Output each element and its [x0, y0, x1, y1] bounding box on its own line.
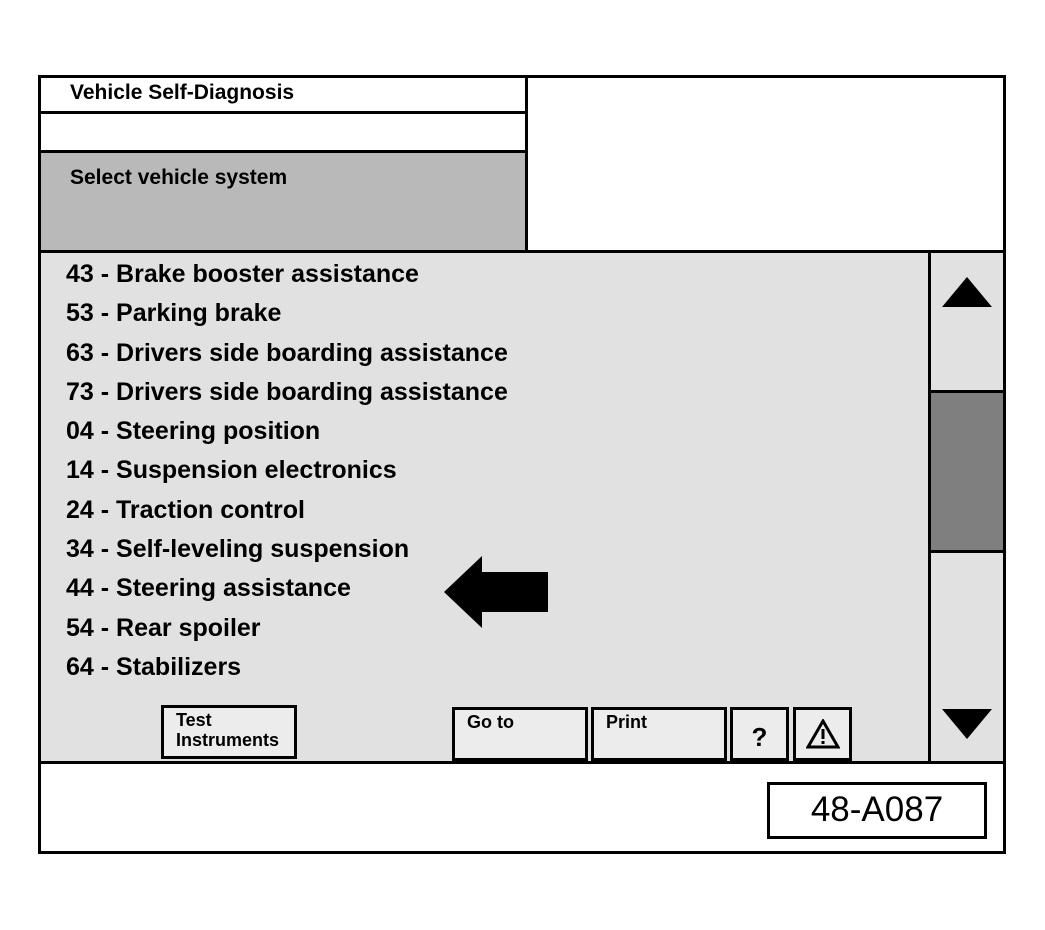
- test-instruments-button[interactable]: Test Instruments: [161, 705, 297, 759]
- question-mark-icon: ?: [751, 722, 768, 752]
- figure-id-label: 48-A087: [767, 782, 987, 839]
- scrollbar[interactable]: [928, 253, 1003, 761]
- list-item[interactable]: 34 - Self-leveling suspension: [66, 535, 410, 564]
- scrollbar-thumb[interactable]: [931, 393, 1003, 553]
- list-item[interactable]: 24 - Traction control: [66, 495, 305, 524]
- list-item[interactable]: 73 - Drivers side boarding assistance: [66, 377, 508, 406]
- warning-triangle-icon: [805, 719, 840, 749]
- left-arrow-icon: [444, 556, 548, 628]
- warning-button[interactable]: [793, 707, 852, 761]
- list-item[interactable]: 53 - Parking brake: [66, 299, 282, 328]
- list-item[interactable]: 44 - Steering assistance: [66, 574, 351, 603]
- diagnosis-window: Vehicle Self-Diagnosis Select vehicle sy…: [38, 75, 1006, 854]
- scroll-down-button[interactable]: [931, 671, 1003, 761]
- go-to-button[interactable]: Go to: [452, 707, 588, 761]
- system-list: 43 - Brake booster assistance 53 - Parki…: [66, 259, 508, 691]
- header-blank-row: [41, 114, 528, 153]
- list-item[interactable]: 64 - Stabilizers: [66, 652, 242, 681]
- help-button[interactable]: ?: [730, 707, 789, 761]
- triangle-down-icon: [942, 709, 992, 739]
- list-item[interactable]: 14 - Suspension electronics: [66, 456, 397, 485]
- list-item[interactable]: 43 - Brake booster assistance: [66, 260, 419, 288]
- scroll-up-button[interactable]: [931, 253, 1003, 393]
- list-item[interactable]: 04 - Steering position: [66, 417, 321, 446]
- instruction-prompt: Select vehicle system: [41, 153, 528, 250]
- print-button[interactable]: Print: [591, 707, 727, 761]
- list-item[interactable]: 63 - Drivers side boarding assistance: [66, 338, 508, 367]
- list-item[interactable]: 54 - Rear spoiler: [66, 613, 261, 642]
- system-list-panel: 43 - Brake booster assistance 53 - Parki…: [41, 250, 1003, 764]
- triangle-up-icon: [942, 277, 992, 307]
- window-title: Vehicle Self-Diagnosis: [41, 78, 528, 114]
